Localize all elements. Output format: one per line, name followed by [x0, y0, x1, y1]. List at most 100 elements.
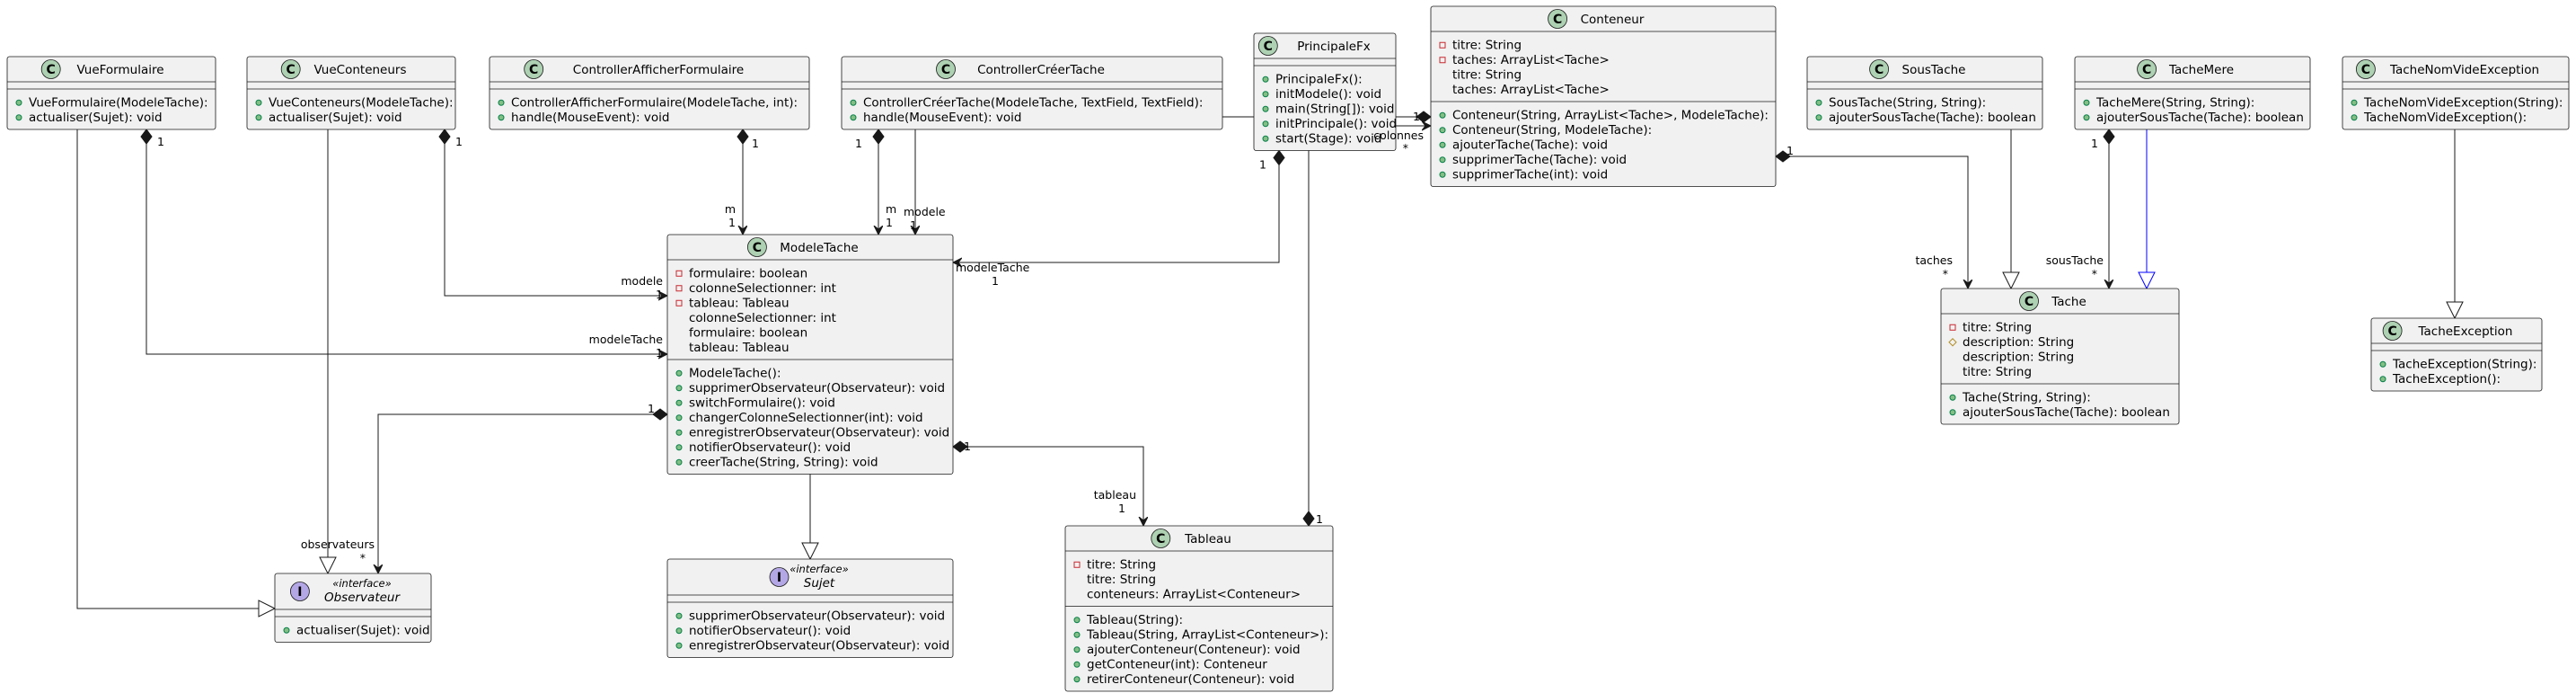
multiplicity-label: 1: [656, 288, 663, 301]
multiplicity-label: modele: [621, 274, 663, 288]
class-box-frame: [666, 234, 954, 475]
public-visibility-icon: [1439, 111, 1446, 119]
class-box-frame: [1806, 56, 2043, 130]
class-box-frame: [2074, 56, 2311, 130]
multiplicity-label: 1: [910, 218, 917, 232]
public-visibility-icon: [15, 114, 22, 121]
public-visibility-icon: [1439, 171, 1446, 178]
class-name: TacheMere: [2168, 63, 2234, 77]
public-visibility-icon: [675, 429, 683, 436]
badge-letter-icon: C: [2025, 295, 2033, 309]
multiplicity-label: modele: [904, 205, 946, 218]
class-name: TacheNomVideException: [2389, 63, 2539, 77]
method-signature: supprimerTache(int): void: [1452, 168, 1608, 182]
multiplicity-label: 1: [1118, 502, 1125, 515]
inheritance-triangle-icon: [319, 556, 337, 575]
badge-letter-icon: C: [47, 63, 56, 77]
multiplicity-label: *: [360, 551, 366, 564]
public-visibility-icon: [1949, 409, 1956, 416]
public-visibility-icon: [498, 114, 505, 121]
field-declaration: titre: String: [1452, 68, 1522, 83]
class-box-frame: [6, 56, 216, 130]
multiplicity-label: *: [1403, 141, 1408, 155]
method-signature: ajouterSousTache(Tache): boolean: [2096, 111, 2304, 125]
stereotype-label: «interface»: [790, 563, 849, 575]
badge-letter-icon: I: [297, 585, 302, 600]
badge-letter-icon: C: [941, 63, 950, 77]
public-visibility-icon: [1262, 120, 1269, 128]
method-signature: start(Stage): void: [1275, 132, 1381, 147]
field-declaration: colonneSelectionner: int: [689, 281, 836, 296]
multiplicity-label: 1: [157, 135, 164, 148]
public-visibility-icon: [283, 626, 290, 634]
class-badge-icon: [2355, 59, 2376, 79]
method-signature: retirerConteneur(Conteneur): void: [1087, 672, 1294, 687]
method-signature: TacheNomVideException(String):: [2363, 96, 2563, 111]
multiplicity-label: m: [725, 202, 736, 216]
method-signature: actualiser(Sujet): void: [29, 111, 163, 125]
inheritance-triangle-icon: [2138, 271, 2156, 290]
class-badge-icon: [936, 59, 956, 79]
interface-badge-icon: [289, 582, 310, 601]
method-signature: enregistrerObservateur(Observateur): voi…: [689, 639, 949, 653]
method-signature: notifierObservateur(): void: [689, 440, 851, 455]
public-visibility-icon: [2379, 360, 2386, 368]
method-signature: SousTache(String, String):: [1829, 96, 1986, 111]
public-visibility-icon: [675, 369, 683, 377]
multiplicity-label: 1: [855, 137, 862, 150]
method-signature: Tache(String, String):: [1962, 391, 2091, 405]
class-name: ControllerAfficherFormulaire: [573, 63, 744, 77]
field-declaration: description: String: [1963, 351, 2074, 365]
field-declaration: titre: String: [1963, 365, 2032, 379]
class-name: ControllerCréerTache: [977, 63, 1105, 77]
field-declaration: formulaire: boolean: [689, 267, 807, 281]
composition-diamond-icon: [1416, 111, 1432, 123]
multiplicity-label: modeleTache: [956, 261, 1030, 274]
public-visibility-icon: [1949, 394, 1956, 401]
class-name: Conteneur: [1581, 13, 1645, 27]
relation-composition-edge: [378, 413, 667, 573]
class-badge-icon: [280, 59, 301, 79]
class-box-sujet: I«interface»SujetsupprimerObservateur(Ob…: [666, 558, 954, 658]
public-visibility-icon: [675, 444, 683, 451]
relation-composition-edge: [953, 150, 1280, 263]
multiplicity-label: 1: [648, 402, 655, 415]
public-visibility-icon: [850, 114, 857, 121]
multiplicity-label: 1: [992, 274, 999, 288]
method-signature: ControllerAfficherFormulaire(ModeleTache…: [511, 96, 798, 111]
public-visibility-icon: [850, 99, 857, 106]
public-visibility-icon: [1815, 99, 1822, 106]
public-visibility-icon: [1815, 114, 1822, 121]
method-signature: changerColonneSelectionner(int): void: [689, 411, 923, 425]
class-name: VueConteneurs: [313, 63, 406, 77]
relation-composition-edge: [1776, 155, 1968, 289]
badge-letter-icon: C: [2142, 63, 2151, 77]
class-box-observateur: I«interface»Observateuractualiser(Sujet)…: [274, 573, 432, 643]
badge-letter-icon: C: [2387, 324, 2396, 339]
method-signature: switchFormulaire(): void: [689, 396, 835, 411]
composition-diamond-icon: [652, 408, 668, 421]
method-signature: creerTache(String, String): void: [689, 456, 878, 470]
class-box-frame: [2370, 317, 2543, 392]
field-declaration: description: String: [1963, 335, 2074, 350]
multiplicity-label: modeleTache: [589, 333, 664, 346]
class-box-frame: [1430, 5, 1777, 187]
method-signature: Conteneur(String, ModeleTache):: [1452, 123, 1652, 138]
inheritance-triangle-icon: [2002, 271, 2020, 290]
multiplicity-label: 1: [886, 216, 893, 229]
relation-composition-edge: [146, 129, 667, 354]
composition-diamond-icon: [952, 440, 968, 453]
class-name: ModeleTache: [780, 241, 858, 255]
badge-letter-icon: C: [287, 63, 296, 77]
method-signature: TacheException():: [2392, 372, 2501, 386]
field-declaration: tableau: Tableau: [689, 297, 790, 311]
